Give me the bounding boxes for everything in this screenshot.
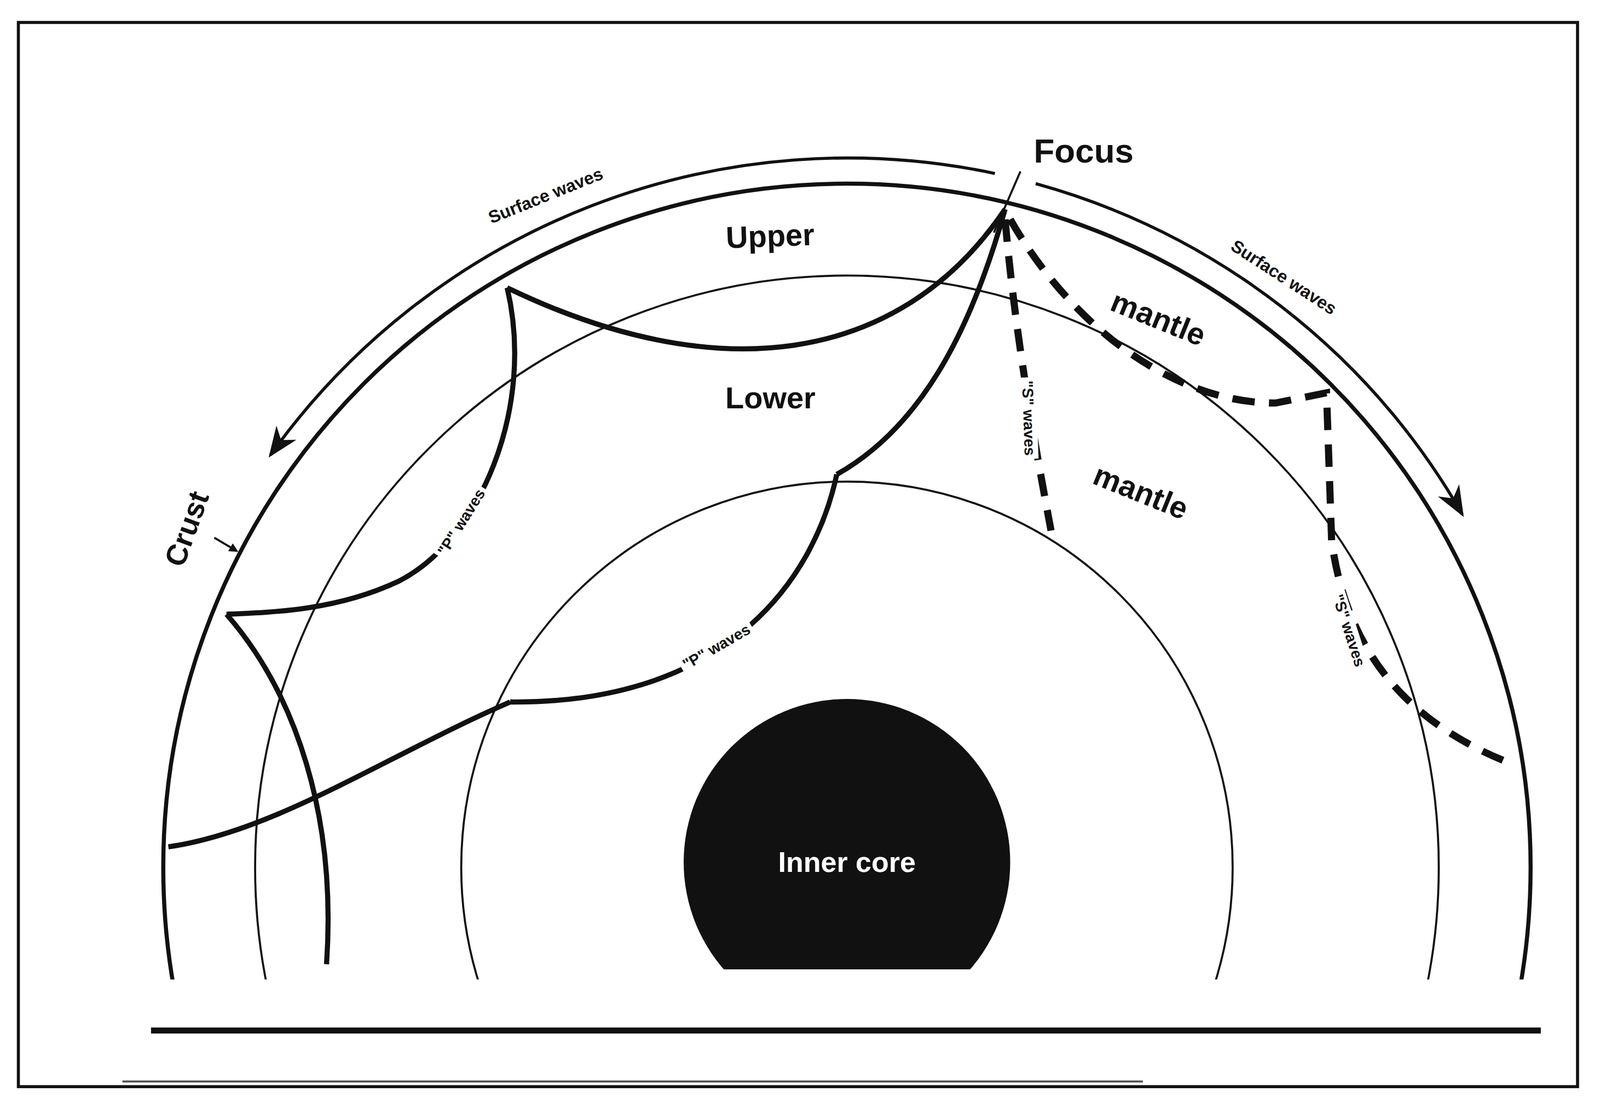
frame [18, 22, 1578, 1087]
base-rule [151, 1027, 1541, 1034]
wave-label: "S" waves [1018, 377, 1039, 460]
wave-label: "P" waves [432, 483, 491, 562]
wave-label: "P" waves [676, 619, 756, 675]
layer-label: Crust [158, 487, 215, 571]
wave-label: Surface waves [482, 163, 610, 230]
core-disc: Inner core [683, 699, 1011, 970]
p-wave-path [168, 702, 511, 848]
surface-wave-arrow [270, 158, 996, 456]
layer-label: Upper [725, 218, 816, 254]
p-wave-path [836, 209, 1006, 475]
layer-label: mantle [1106, 285, 1210, 352]
leader-line [214, 537, 237, 551]
p-wave-path [510, 474, 837, 703]
layer-label: Focus [1033, 133, 1134, 169]
core-label: Inner core [778, 845, 916, 879]
layer-label: mantle [1088, 458, 1193, 525]
focus-tick [994, 171, 1021, 233]
surface-circle [163, 183, 1531, 980]
mantle-boundary [255, 275, 1439, 980]
base-rule [122, 1080, 1143, 1083]
core-circle [683, 699, 1011, 970]
p-wave-path [226, 287, 515, 615]
p-wave-path [506, 209, 1005, 349]
layer-label: Lower [725, 382, 816, 415]
p-wave-path [226, 614, 329, 964]
core-boundary [461, 481, 1233, 980]
s-wave-path [1010, 219, 1516, 766]
core-shape [683, 699, 1011, 970]
